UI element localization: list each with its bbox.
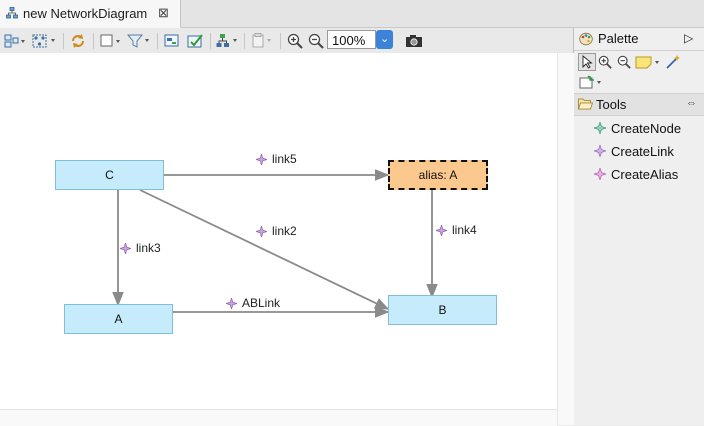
palette-collapse-icon[interactable]: ▷: [684, 31, 694, 45]
copy-appearance-icon: [251, 32, 275, 49]
create-link-icon: [594, 145, 606, 157]
snapshot-icon[interactable]: [405, 32, 423, 49]
tab-close-icon[interactable]: ⊠: [158, 5, 169, 20]
palette-title: Palette: [598, 31, 639, 46]
diagram-editor: 100% ⌄ C alias: A A: [0, 28, 574, 426]
palette-entry-createalias[interactable]: CreateAlias: [594, 165, 678, 183]
node-alias-label: alias: A: [418, 168, 458, 182]
folder-open-icon: [578, 98, 593, 110]
zoom-input[interactable]: 100%: [327, 30, 376, 49]
horizontal-scrollbar[interactable]: [0, 409, 557, 426]
layout-icon[interactable]: [216, 32, 240, 49]
refresh-icon[interactable]: [70, 32, 86, 49]
arrange-icon[interactable]: [4, 32, 26, 49]
link-label-ablink[interactable]: ABLink: [226, 296, 280, 310]
link-star-icon: [256, 225, 267, 237]
link-star-icon: [120, 242, 131, 254]
link-label-link2[interactable]: link2: [256, 224, 297, 238]
link-label-link3[interactable]: link3: [120, 241, 161, 255]
palette-zoom-in-icon[interactable]: [596, 53, 614, 71]
palette-panel: Palette ▷ Tools ⇔ CreateNode: [574, 28, 704, 425]
connection-tool-icon[interactable]: [664, 53, 682, 71]
palette-toolbar: [574, 51, 704, 94]
tab-title: new NetworkDiagram: [23, 6, 148, 21]
tools-drawer-label: Tools: [596, 97, 627, 112]
vertical-scrollbar[interactable]: [557, 53, 574, 425]
node-a-label: A: [114, 312, 123, 326]
diagram-canvas[interactable]: C alias: A A B link5 link2 link3 link4: [0, 53, 557, 409]
node-b[interactable]: B: [388, 295, 497, 325]
edges-layer: [112, 169, 438, 318]
pin-drawer-icon[interactable]: ⇔: [686, 97, 697, 109]
select-all-icon[interactable]: [31, 32, 57, 49]
filter-icon[interactable]: [126, 32, 152, 49]
node-alias-a[interactable]: alias: A: [388, 160, 488, 190]
zoom-dropdown-icon[interactable]: ⌄: [376, 30, 393, 49]
create-node-icon: [594, 122, 606, 134]
diagram-icon: [6, 7, 18, 19]
zoom-combo[interactable]: 100% ⌄: [327, 30, 393, 49]
node-c-label: C: [105, 168, 114, 182]
zoom-out-icon[interactable]: [308, 32, 324, 49]
link-label-link4[interactable]: link4: [436, 223, 477, 237]
node-a[interactable]: A: [64, 304, 173, 334]
tools-drawer-header[interactable]: Tools ⇔: [574, 94, 704, 116]
palette-entry-createnode[interactable]: CreateNode: [594, 119, 681, 137]
link-star-icon: [226, 297, 237, 309]
diagram-toolbar: 100% ⌄: [0, 28, 573, 54]
tab-network-diagram[interactable]: new NetworkDiagram ⊠: [0, 0, 181, 28]
link-label-link5[interactable]: link5: [256, 152, 297, 166]
palette-icon: [579, 32, 593, 46]
create-alias-icon: [594, 168, 606, 180]
node-c[interactable]: C: [55, 160, 164, 190]
select-tool-icon[interactable]: [578, 53, 596, 71]
zoom-in-icon[interactable]: [287, 32, 303, 49]
palette-header[interactable]: Palette ▷: [574, 28, 704, 51]
layer-icon[interactable]: [164, 32, 180, 49]
link-star-icon: [256, 153, 267, 165]
edge-link2[interactable]: [139, 189, 390, 310]
palette-zoom-out-icon[interactable]: [615, 53, 633, 71]
link-star-icon: [436, 224, 447, 236]
palette-entry-createlink[interactable]: CreateLink: [594, 142, 674, 160]
note-tool-icon[interactable]: [634, 53, 662, 71]
add-element-icon[interactable]: [578, 73, 606, 91]
shape-icon[interactable]: [100, 32, 124, 49]
validate-icon[interactable]: [187, 32, 205, 49]
editor-tab-bar: new NetworkDiagram ⊠: [0, 0, 704, 28]
node-b-label: B: [438, 303, 447, 317]
